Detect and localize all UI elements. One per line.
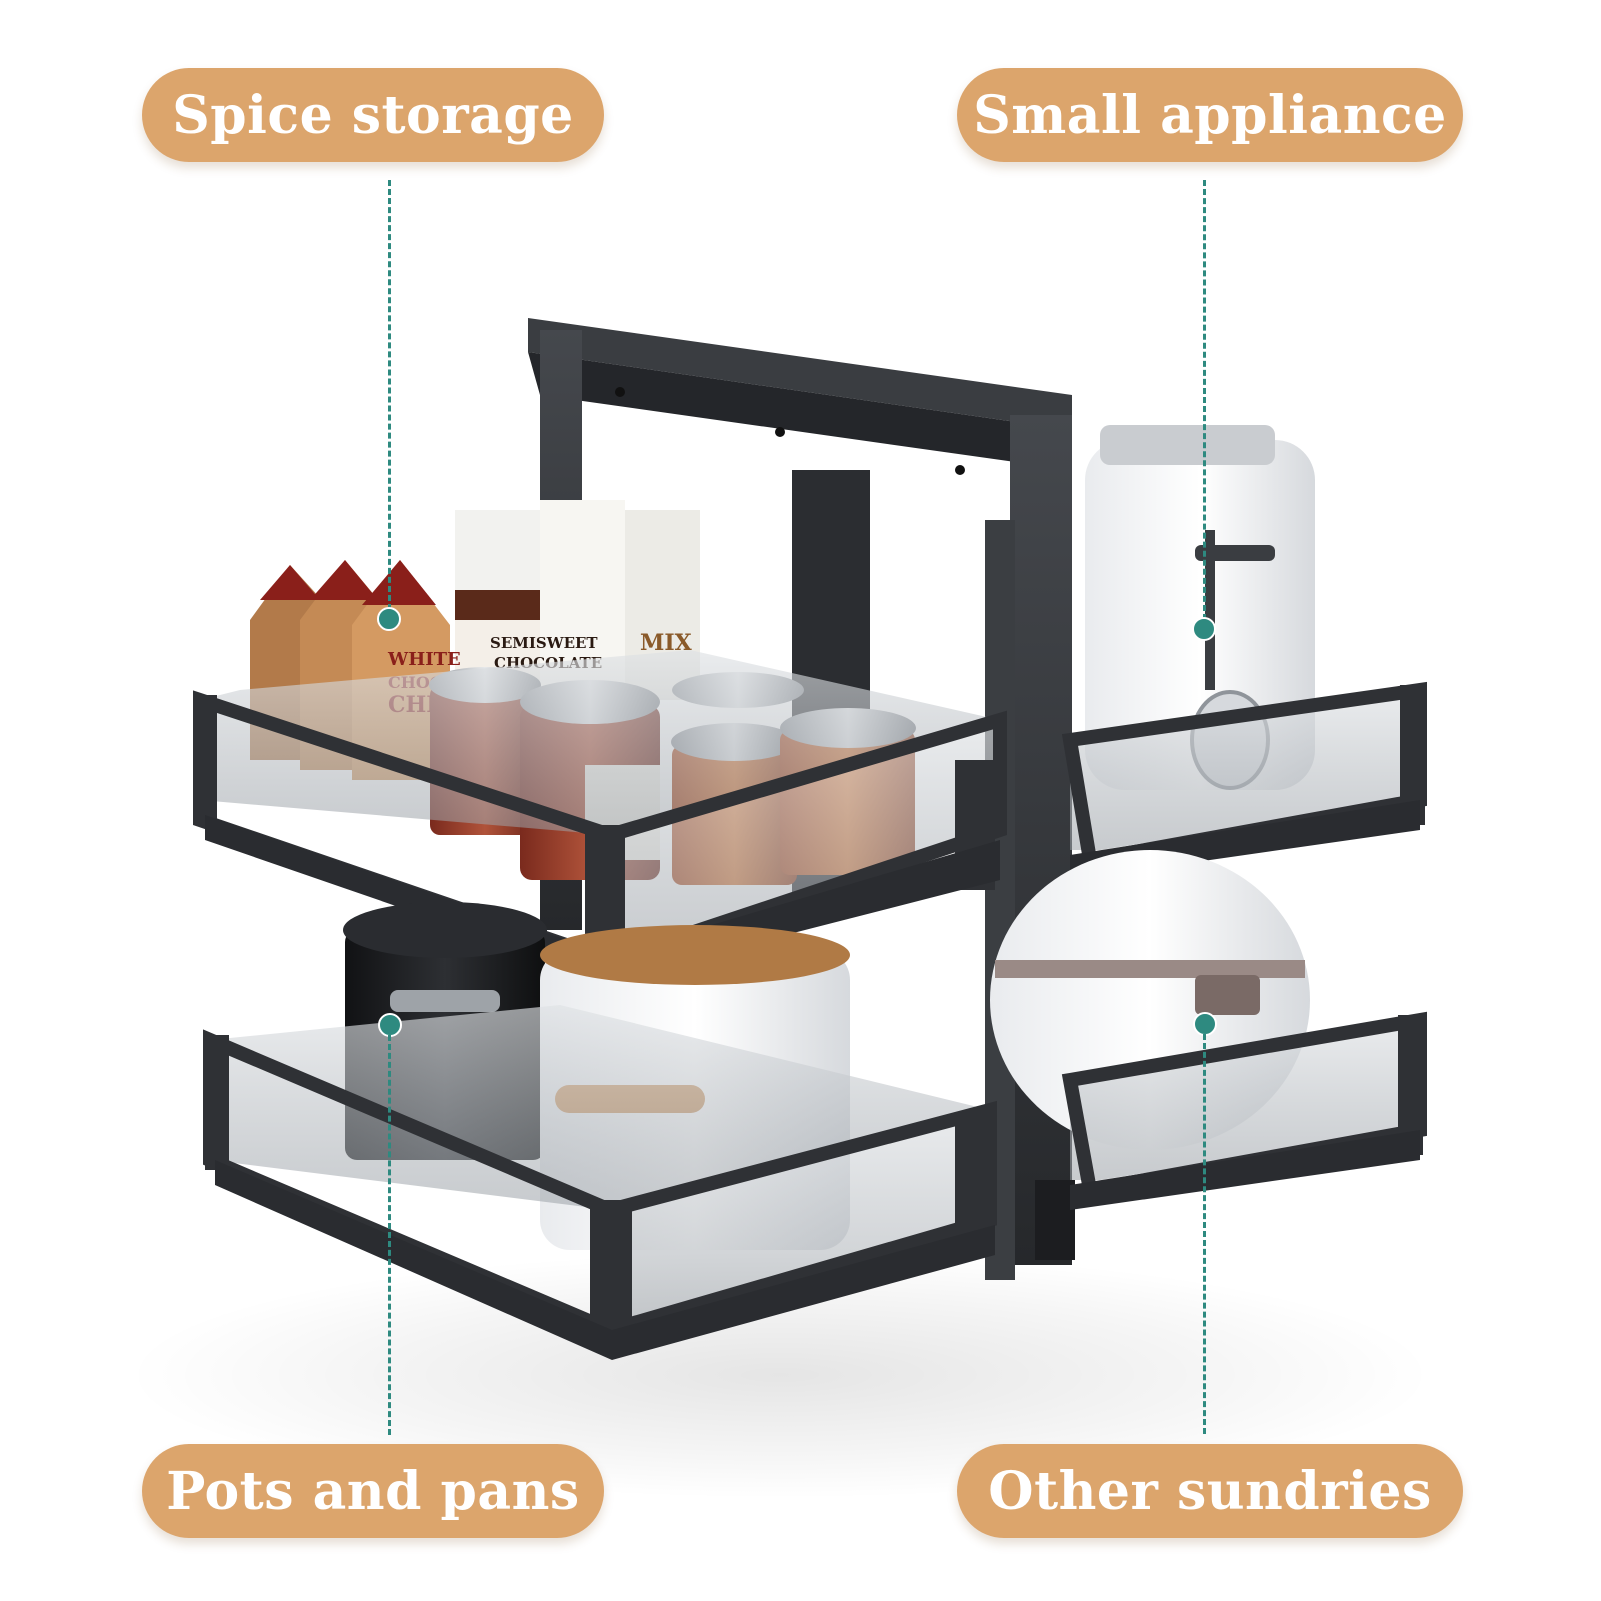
guide-dot-pots [378,1013,402,1037]
pots-and-pans-label: Pots and pans [142,1444,604,1538]
guide-line-appliance [1203,180,1206,620]
box-label-white-choc: WHITE [387,649,461,670]
guide-dot-spice [377,607,401,631]
top-left-tray [193,650,1007,980]
other-sundries-label: Other sundries [957,1444,1463,1538]
bottom-right-tray [1061,1011,1427,1210]
small-appliance-label: Small appliance [957,68,1463,162]
guide-dot-appliance [1192,617,1216,641]
box-label-semisweet: SEMISWEET [490,634,598,652]
guide-line-sundries [1203,1034,1206,1434]
guide-line-pots [388,1035,391,1435]
guide-line-spice [388,180,391,610]
spice-storage-label: Spice storage [142,68,604,162]
bottom-left-tray [203,1005,997,1360]
guide-dot-sundries [1193,1012,1217,1036]
center-column [985,415,1075,1280]
